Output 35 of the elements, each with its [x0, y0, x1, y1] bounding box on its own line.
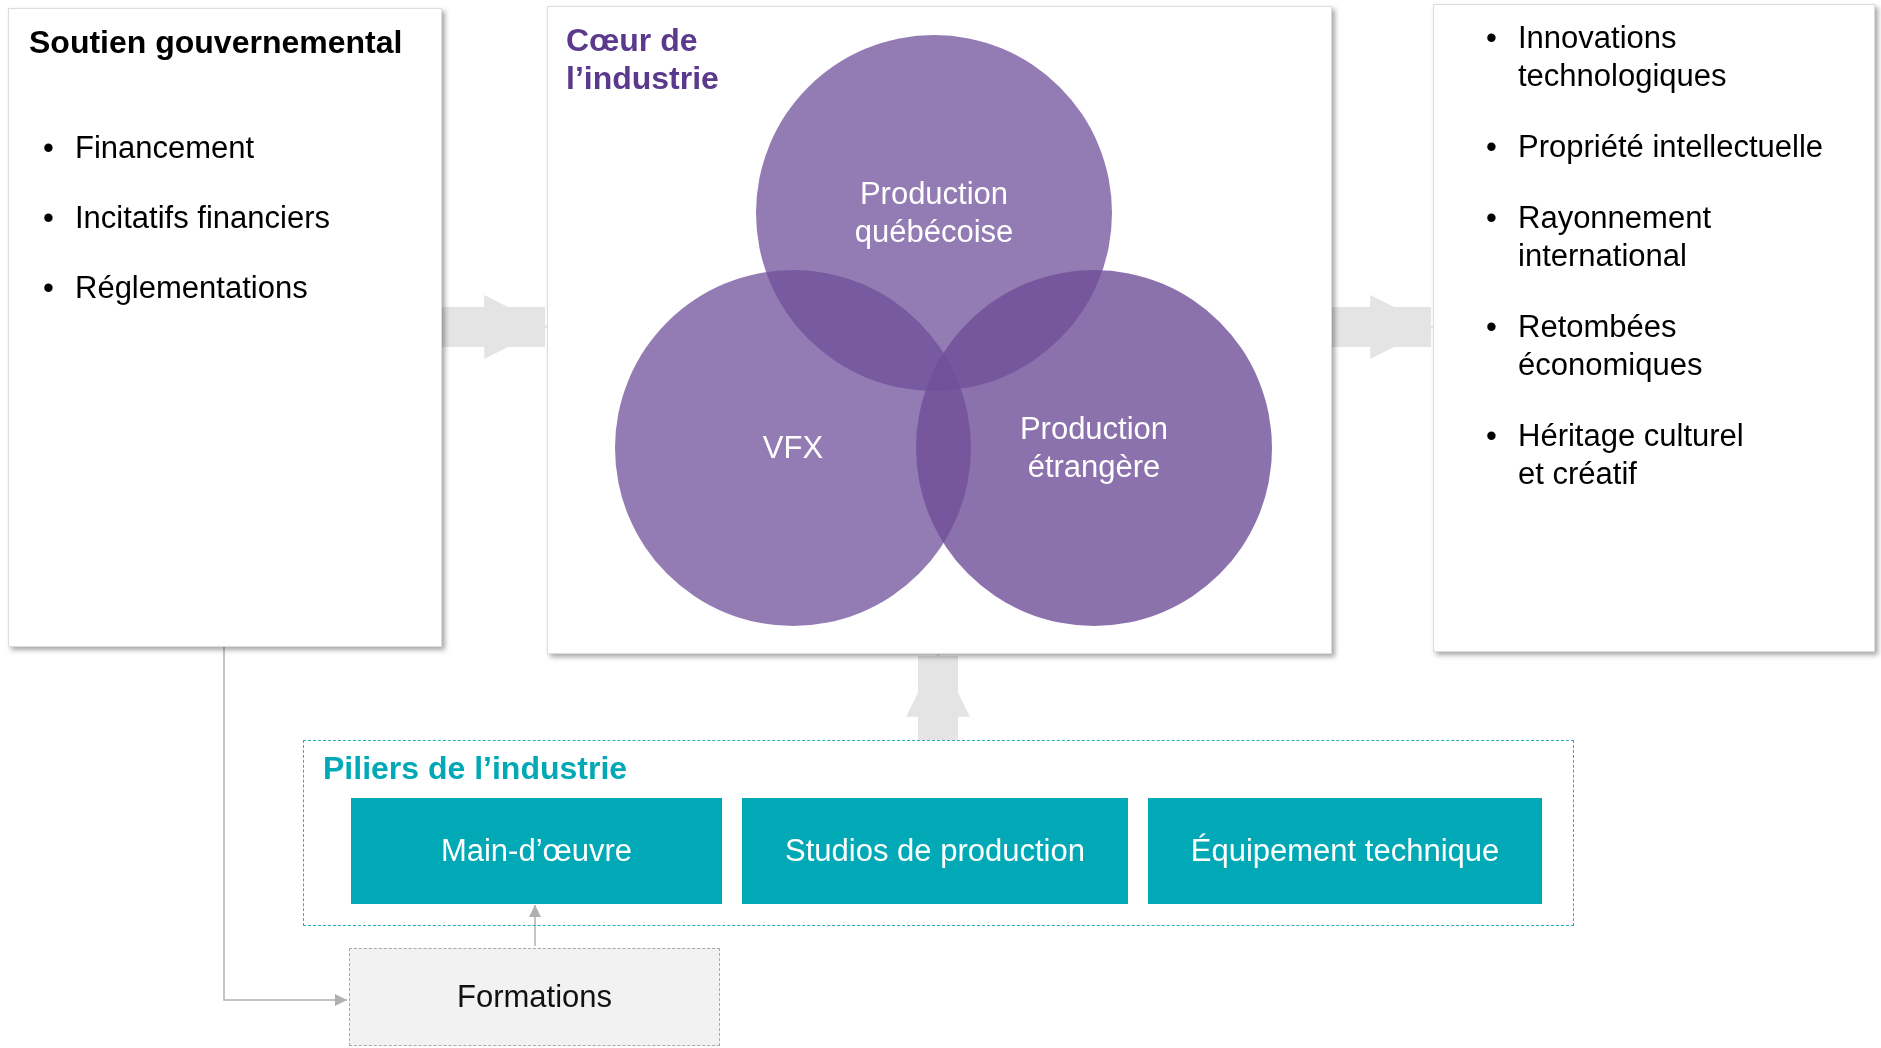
circle-label: VFX	[761, 429, 825, 467]
chevron-arrow	[906, 652, 970, 740]
bullet-marker: •	[1486, 199, 1497, 237]
pillar-tile: Studios de production	[742, 798, 1128, 904]
pillar-tile: Équipement technique	[1148, 798, 1542, 904]
bullet-text: Incitatifs financiers	[75, 200, 330, 235]
training-box: Formations	[349, 948, 720, 1046]
group-heading: Piliers de l’industrie	[323, 749, 628, 787]
text-panel	[8, 8, 442, 647]
group-frame	[303, 740, 1574, 926]
chevron-arrow	[1332, 295, 1435, 359]
bullet-text: Rayonnement international	[1518, 200, 1711, 273]
bullet-marker: •	[1486, 19, 1497, 57]
bullet-text: Innovations technologiques	[1518, 20, 1727, 93]
bullet-text: Propriété intellectuelle	[1518, 129, 1823, 164]
bullet-text: Financement	[75, 130, 255, 165]
text-panel	[1433, 4, 1875, 652]
panel-heading: Soutien gouvernemental	[29, 23, 403, 61]
bullet-marker: •	[1486, 128, 1497, 166]
text-panel	[547, 6, 1332, 654]
bullet-text: Retombées économiques	[1518, 309, 1703, 382]
bullet-text: Héritage culturel et créatif	[1518, 418, 1744, 491]
panel-heading: Cœur de l’industrie	[566, 21, 720, 97]
pillar-tile: Main-d’œuvre	[351, 798, 722, 904]
bullet-marker: •	[43, 269, 54, 307]
circle-label: Production étrangère	[1018, 410, 1170, 486]
arrow	[223, 646, 348, 1006]
bullet-marker: •	[1486, 417, 1497, 455]
bullet-marker: •	[1486, 308, 1497, 346]
bullet-marker: •	[43, 129, 54, 167]
bullet-marker: •	[43, 199, 54, 237]
arrow	[529, 904, 541, 947]
circle-label: Production québécoise	[853, 175, 1015, 251]
chevron-arrow	[442, 295, 549, 359]
bullet-text: Réglementations	[75, 270, 308, 305]
